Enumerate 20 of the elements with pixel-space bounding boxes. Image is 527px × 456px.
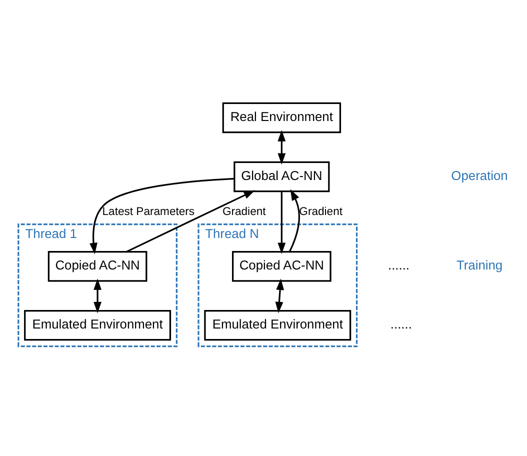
arrow <box>94 278 102 314</box>
arrow <box>278 191 286 254</box>
arrow <box>90 178 234 254</box>
arrow <box>275 278 284 314</box>
arrow <box>126 190 256 252</box>
edge-label: Latest Parameters <box>102 206 195 218</box>
edge-label: Gradient <box>299 206 343 218</box>
label: ...... <box>388 257 410 272</box>
label: Operation <box>451 168 508 183</box>
label: ...... <box>390 316 412 332</box>
label: Training <box>456 257 503 272</box>
arrow <box>288 189 300 252</box>
node-box: Real Environment <box>222 102 342 134</box>
node-box: Copied AC-NN <box>48 251 148 282</box>
node-box: Global AC-NN <box>234 161 330 192</box>
node-box: Emulated Environment <box>24 310 172 341</box>
edge-label: Gradient <box>222 206 266 218</box>
node-box: Emulated Environment <box>204 310 352 341</box>
arrow <box>278 130 286 165</box>
node-box: Copied AC-NN <box>232 251 332 282</box>
